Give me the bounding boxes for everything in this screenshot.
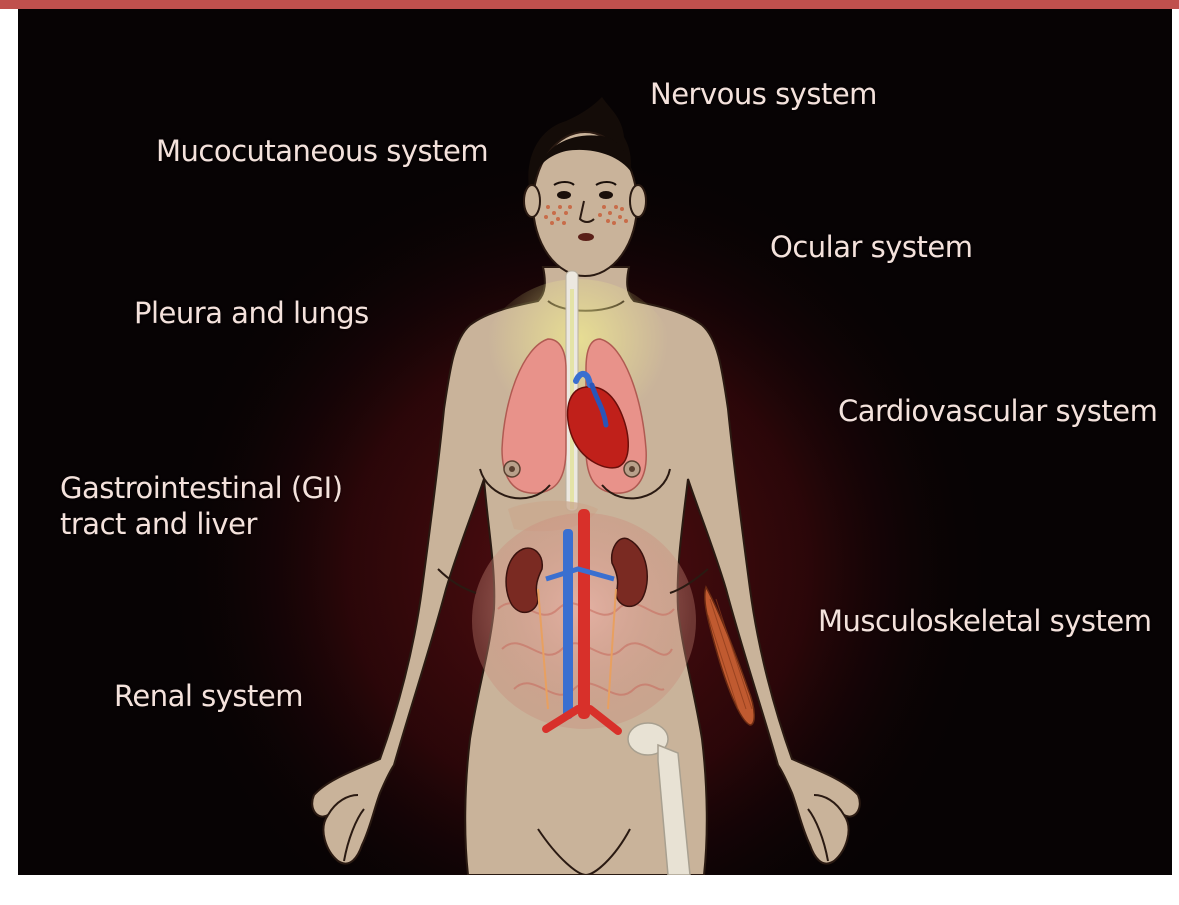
- vena-cava: [563, 529, 573, 719]
- right-eye: [599, 191, 613, 199]
- label-cardiovascular-system: Cardiovascular system: [838, 393, 1157, 429]
- label-gi-tract-and-liver: Gastrointestinal (GI) tract and liver: [60, 470, 343, 542]
- aorta: [578, 509, 590, 719]
- left-ear: [524, 185, 540, 217]
- left-eye: [557, 191, 571, 199]
- label-pleura-and-lungs: Pleura and lungs: [134, 295, 369, 331]
- mouth: [578, 233, 594, 241]
- label-musculoskeletal-system: Musculoskeletal system: [818, 603, 1152, 639]
- top-accent-bar: [0, 0, 1179, 9]
- right-kidney: [506, 548, 542, 612]
- label-nervous-system: Nervous system: [650, 76, 877, 112]
- label-gi-line2: tract and liver: [60, 506, 343, 542]
- label-renal-system: Renal system: [114, 678, 303, 714]
- diagram-panel: Nervous system Mucocutaneous system Ocul…: [18, 9, 1172, 875]
- label-ocular-system: Ocular system: [770, 229, 972, 265]
- right-ear: [630, 185, 646, 217]
- label-gi-line1: Gastrointestinal (GI): [60, 470, 343, 506]
- label-mucocutaneous-system: Mucocutaneous system: [156, 133, 488, 169]
